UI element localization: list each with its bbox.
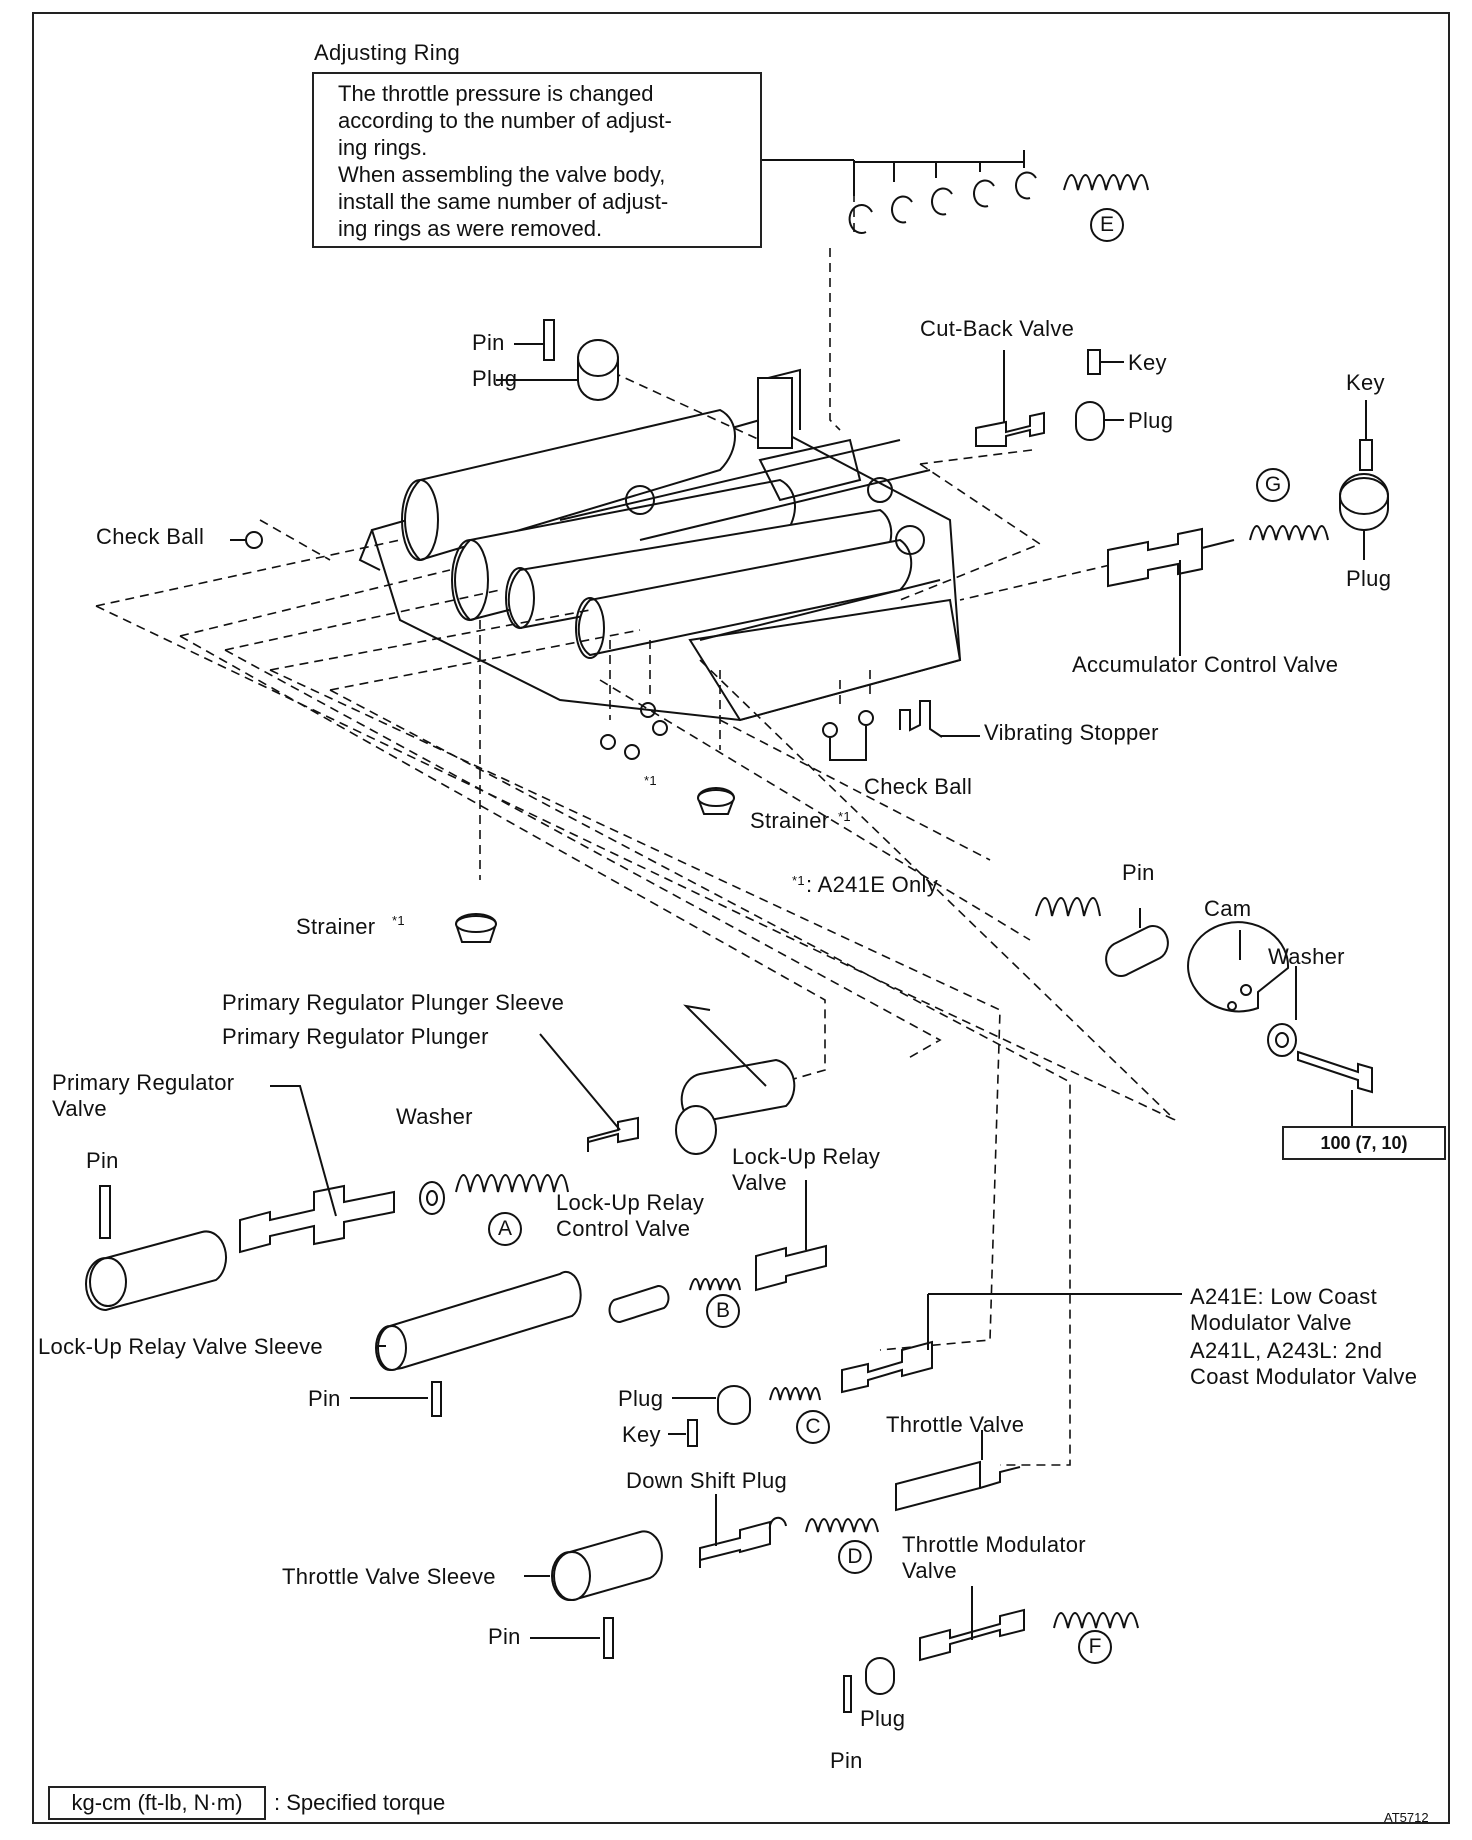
pin-bottom-label: Pin (488, 1624, 521, 1649)
spring-letter-a: A (488, 1212, 522, 1246)
pin-top-part (543, 319, 555, 361)
accumulator-control-valve-label: Accumulator Control Valve (1072, 652, 1339, 677)
cut-back-valve-part (975, 411, 1045, 447)
spring-letter-b: B (706, 1294, 740, 1328)
pin-cam-label: Pin (1122, 860, 1155, 885)
note-line: ing rings as were removed. (338, 216, 603, 241)
lock-up-relay-valve-label: Lock-Up Relay (732, 1144, 881, 1169)
pin-left-label: Pin (86, 1148, 119, 1173)
spring-e (1063, 174, 1149, 191)
strainer-center-mark: *1 (838, 809, 851, 824)
primary-regulator-valve-label-2: Valve (52, 1096, 107, 1121)
alignment-lines (95, 161, 1176, 1466)
throttle-modulator-valve-label-2: Valve (902, 1558, 957, 1583)
a241e-mark: *1 (644, 773, 657, 788)
modulator-label-1: A241E: Low Coast (1190, 1284, 1378, 1309)
strainer-left-mark: *1 (392, 913, 405, 928)
key-right-label: Key (1346, 370, 1385, 395)
adjusting-ring-note: The throttle pressure is changed accordi… (312, 72, 762, 248)
footnote-mark: *1 (792, 873, 805, 888)
primary-regulator-valve-label: Primary Regulator (52, 1070, 235, 1095)
plug-right-label: Plug (1346, 566, 1392, 591)
down-shift-plug-label: Down Shift Plug (626, 1468, 788, 1493)
plug-top-label: Plug (472, 366, 518, 391)
footnote-text: : A241E Only (806, 872, 939, 897)
adjusting-ring-label: Adjusting Ring (314, 40, 461, 65)
pin-sleeve-label: Pin (308, 1386, 341, 1411)
lock-up-relay-valve-label-2: Valve (732, 1170, 787, 1195)
primary-regulator-plunger-sleeve-label: Primary Regulator Plunger Sleeve (222, 990, 565, 1015)
pin-top-label: Pin (472, 330, 505, 355)
modulator-label-4: Coast Modulator Valve (1190, 1364, 1418, 1389)
spring-letter-c: C (796, 1410, 830, 1444)
primary-regulator-plunger-label: Primary Regulator Plunger (222, 1024, 489, 1049)
key-c-label: Key (622, 1422, 661, 1447)
throttle-valve-sleeve-label: Throttle Valve Sleeve (282, 1564, 496, 1589)
spring-letter-g: G (1256, 468, 1290, 502)
spring-letter-f: F (1078, 1630, 1112, 1664)
lock-up-relay-control-valve-label: Lock-Up Relay (556, 1190, 705, 1215)
check-ball-bottom-label: Check Ball (864, 774, 973, 799)
plug-bottom-label: Plug (860, 1706, 906, 1731)
spring-letter-d: D (838, 1540, 872, 1574)
lock-up-relay-valve-sleeve-label: Lock-Up Relay Valve Sleeve (38, 1334, 323, 1359)
pin-bottom-2-label: Pin (830, 1748, 863, 1773)
throttle-modulator-valve-label: Throttle Modulator (902, 1532, 1086, 1557)
check-ball-left-label: Check Ball (96, 524, 205, 549)
valve-body (358, 368, 962, 722)
cut-back-valve-label: Cut-Back Valve (920, 316, 1075, 341)
note-line: according to the number of adjust- (338, 108, 672, 133)
note-line: install the same number of adjust- (338, 189, 669, 214)
note-line: ing rings. (338, 135, 428, 160)
vibrating-stopper-label: Vibrating Stopper (984, 720, 1159, 745)
strainer-left-label: Strainer (296, 914, 376, 939)
torque-unit-legend: kg-cm (ft-lb, N·m) (48, 1786, 266, 1820)
key-cut-back-label: Key (1128, 350, 1167, 375)
torque-legend-text: : Specified torque (274, 1790, 446, 1815)
cam-label: Cam (1204, 896, 1252, 921)
modulator-label-3: A241L, A243L: 2nd (1190, 1338, 1383, 1363)
note-line: The throttle pressure is changed (338, 81, 654, 106)
adjusting-rings (848, 171, 1037, 234)
washer-cam-label: Washer (1268, 944, 1345, 969)
lock-up-relay-control-valve-label-2: Control Valve (556, 1216, 691, 1241)
torque-spec-box: 100 (7, 10) (1282, 1126, 1446, 1160)
note-line: When assembling the valve body, (338, 162, 666, 187)
modulator-label-2: Modulator Valve (1190, 1310, 1352, 1335)
figure-id: AT5712 (1384, 1810, 1429, 1825)
washer-mid-label: Washer (396, 1104, 473, 1129)
plug-cut-back-label: Plug (1128, 408, 1174, 433)
strainer-center-label: Strainer (750, 808, 830, 833)
spring-letter-e: E (1090, 208, 1124, 242)
figure-frame (32, 12, 1450, 1824)
plug-c-label: Plug (618, 1386, 664, 1411)
throttle-valve-label: Throttle Valve (886, 1412, 1025, 1437)
